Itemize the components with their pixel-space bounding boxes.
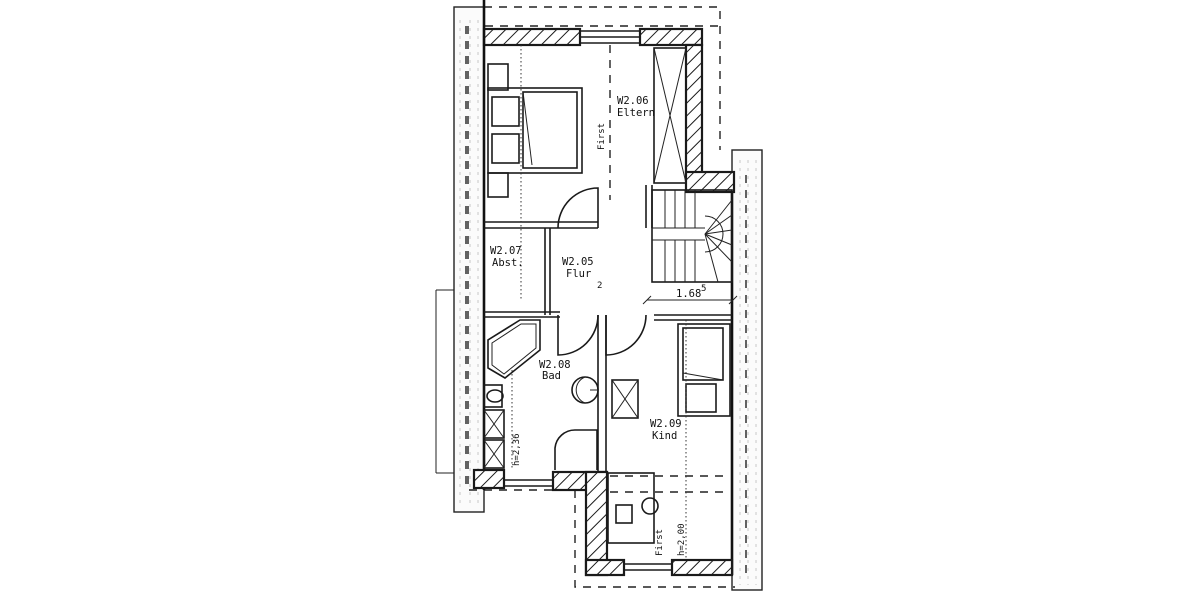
room-name-eltern: Eltern	[617, 107, 655, 119]
wardrobe-eltern	[653, 47, 687, 184]
sink	[571, 376, 599, 404]
room-id-w205: W2.05	[562, 256, 594, 268]
toilet	[483, 384, 504, 408]
wardrobe-kind	[611, 379, 639, 419]
room-id-w208: W2.08	[539, 359, 571, 371]
first-label-bottom: First	[655, 529, 665, 556]
dimension-sup: 5	[701, 284, 706, 294]
room-id-w206: W2.06	[617, 95, 649, 107]
bed	[487, 63, 583, 198]
bed-kind	[677, 323, 731, 417]
room-id-w209: W2.09	[650, 418, 682, 430]
room-name-bad: Bad	[542, 370, 561, 382]
desk	[607, 472, 659, 544]
room-name-flur: Flur	[566, 268, 591, 280]
height-label-kind: h=2,00	[677, 523, 687, 556]
room-id-w207: W2.07	[490, 245, 522, 257]
walls	[472, 0, 736, 577]
shower	[554, 429, 598, 470]
outline-dashed	[467, 6, 735, 588]
room-name-kind: Kind	[652, 430, 677, 442]
room-name-abst: Abst.	[492, 257, 524, 269]
washer	[483, 409, 505, 469]
height-label-bad: h=2,36	[512, 433, 522, 466]
flur-mark: 2	[597, 281, 602, 291]
bathtub	[487, 319, 541, 379]
first-label-top: First	[597, 123, 607, 150]
staircase	[651, 189, 733, 283]
doors	[557, 187, 647, 356]
dimension-label: 1.68	[676, 288, 701, 300]
roof-left-strip	[435, 6, 485, 513]
roof-right-strip	[731, 149, 763, 591]
dimension-line: 1.68 5	[642, 284, 738, 305]
